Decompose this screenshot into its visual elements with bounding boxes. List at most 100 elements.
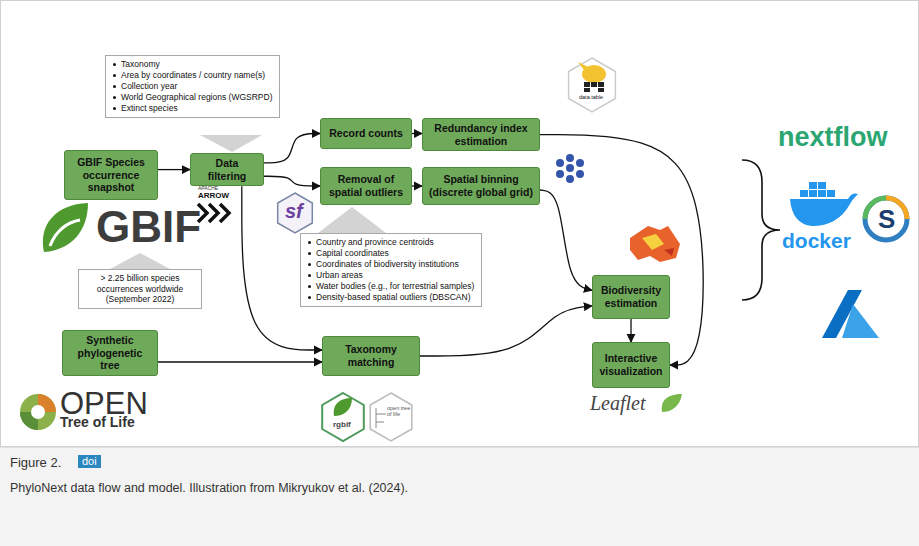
rgbif-hex-logo bbox=[322, 393, 364, 441]
note-text: (September 2022) bbox=[83, 294, 197, 305]
flow-arrow bbox=[540, 190, 592, 290]
curly-bracket bbox=[742, 160, 780, 300]
bullet-item: Collection year bbox=[113, 81, 272, 92]
data-table-hex-logo bbox=[578, 62, 588, 70]
bullet-text: World Geographical regions (WGSRPD) bbox=[121, 92, 272, 103]
h3-grid-logo bbox=[576, 159, 584, 167]
callout-pointer bbox=[318, 207, 386, 233]
logo-text: Leaflet bbox=[590, 393, 646, 413]
arrow-logo-chevrons bbox=[198, 204, 229, 222]
h3-grid-logo bbox=[576, 170, 584, 178]
figure-caption: PhyloNext data flow and model. Illustrat… bbox=[10, 482, 408, 495]
australia-map-icon bbox=[664, 248, 674, 256]
data-table-hex-logo bbox=[598, 88, 604, 92]
input-box: GBIF Species occurrence snapshot bbox=[64, 150, 158, 200]
data-table-hex-logo bbox=[584, 88, 590, 92]
process-box: Spatial binning (discrete global grid) bbox=[422, 167, 540, 205]
bullet-dot bbox=[308, 241, 311, 244]
flow-arrow bbox=[630, 319, 631, 342]
australia-map-icon bbox=[642, 234, 664, 250]
bullet-item: Taxonomy bbox=[113, 59, 272, 70]
bullet-item: Country and province centroids bbox=[308, 237, 474, 248]
callout-box: Country and province centroidsCapital co… bbox=[300, 233, 482, 307]
bullet-item: Coordinates of biodiversity institutions bbox=[308, 259, 474, 270]
sf-hex-logo bbox=[278, 193, 313, 233]
flow-arrow bbox=[158, 169, 190, 170]
bullet-dot bbox=[308, 285, 311, 288]
bullet-dot bbox=[308, 296, 311, 299]
data-table-hex-logo bbox=[598, 82, 604, 87]
figure-number: Figure 2. bbox=[10, 456, 61, 469]
rgbif-hex-logo bbox=[334, 398, 352, 416]
process-box: Taxonomy matching bbox=[322, 336, 420, 376]
docker-logo bbox=[818, 190, 826, 197]
bullet-text: Area by coordinates / country name(s) bbox=[121, 70, 265, 81]
docker-logo bbox=[809, 190, 817, 197]
box-label: GBIF Species occurrence snapshot bbox=[70, 156, 152, 194]
bullet-dot bbox=[113, 85, 116, 88]
open-tree-hex-logo bbox=[376, 408, 386, 428]
h3-grid-logo bbox=[566, 164, 574, 172]
flow-arrow bbox=[412, 133, 422, 134]
bullet-text: Country and province centroids bbox=[316, 237, 434, 248]
bullet-text: Coordinates of biodiversity institutions bbox=[316, 259, 459, 270]
logo-text: data.table bbox=[579, 95, 603, 101]
h3-grid-logo bbox=[566, 175, 574, 183]
data-table-hex-logo bbox=[591, 82, 597, 87]
box-label: Spatial binning (discrete global grid) bbox=[428, 173, 534, 198]
bullet-text: Capital coordinates bbox=[316, 248, 389, 259]
data-table-hex-logo bbox=[569, 58, 616, 112]
process-box: Biodiversity estimation bbox=[592, 275, 670, 319]
process-box: Redundancy index estimation bbox=[422, 118, 540, 151]
bullet-dot bbox=[113, 96, 116, 99]
figure-frame bbox=[0, 447, 919, 546]
note-box: > 2.25 billion species occurrences world… bbox=[78, 269, 202, 309]
logo-text: S bbox=[878, 206, 895, 232]
h3-grid-logo bbox=[556, 159, 564, 167]
docker-logo bbox=[827, 190, 835, 197]
open-tree-hex-logo bbox=[370, 393, 412, 441]
bullet-text: Extinct species bbox=[121, 103, 178, 114]
arrow-logo-chevrons bbox=[220, 204, 229, 222]
h3-grid-logo bbox=[556, 154, 584, 183]
docker-logo bbox=[818, 182, 826, 189]
gbif-logo-leaf bbox=[50, 220, 80, 246]
note-text: > 2.25 billion species occurrences world… bbox=[83, 273, 197, 294]
bullet-dot bbox=[308, 263, 311, 266]
h3-grid-logo bbox=[566, 154, 574, 162]
logo-text: nextflow bbox=[778, 124, 888, 151]
flow-arrow bbox=[420, 306, 592, 356]
docker-logo bbox=[790, 182, 858, 226]
bullet-text: Taxonomy bbox=[121, 59, 160, 70]
logo-text: docker bbox=[782, 230, 851, 251]
australia-map-icon bbox=[630, 226, 680, 262]
h3-grid-logo bbox=[556, 170, 564, 178]
bullet-dot bbox=[113, 74, 116, 77]
bullet-item: Area by coordinates / country name(s) bbox=[113, 70, 272, 81]
bullet-dot bbox=[308, 252, 311, 255]
docker-logo bbox=[800, 190, 808, 197]
logo-text: open tree of life bbox=[387, 406, 411, 417]
box-label: Data filtering bbox=[196, 157, 258, 182]
logo-text: rgbif bbox=[333, 421, 351, 429]
bullet-text: Collection year bbox=[121, 81, 177, 92]
azure-logo bbox=[822, 290, 879, 338]
sf-hex-logo bbox=[278, 193, 313, 233]
input-box: Synthetic phylogenetic tree bbox=[62, 330, 158, 376]
output-box: Interactive visualization bbox=[592, 342, 670, 388]
logo-text: ARROW bbox=[198, 192, 229, 200]
arrow-logo-chevrons bbox=[209, 204, 218, 222]
bullet-item: Water bodies (e.g., for terrestrial samp… bbox=[308, 281, 474, 292]
bullet-item: Extinct species bbox=[113, 103, 272, 114]
azure-logo bbox=[842, 304, 879, 338]
callout-pointer bbox=[200, 135, 262, 152]
gbif-logo-leaf bbox=[43, 203, 88, 252]
leaflet-leaf-icon bbox=[662, 394, 682, 412]
australia-map-icon bbox=[630, 226, 680, 262]
box-label: Removal of spatial outliers bbox=[326, 173, 406, 198]
gbif-logo-leaf bbox=[43, 203, 88, 252]
flow-arrow bbox=[540, 135, 703, 365]
singularity-logo bbox=[865, 198, 907, 240]
box-label: Interactive visualization bbox=[598, 352, 664, 377]
